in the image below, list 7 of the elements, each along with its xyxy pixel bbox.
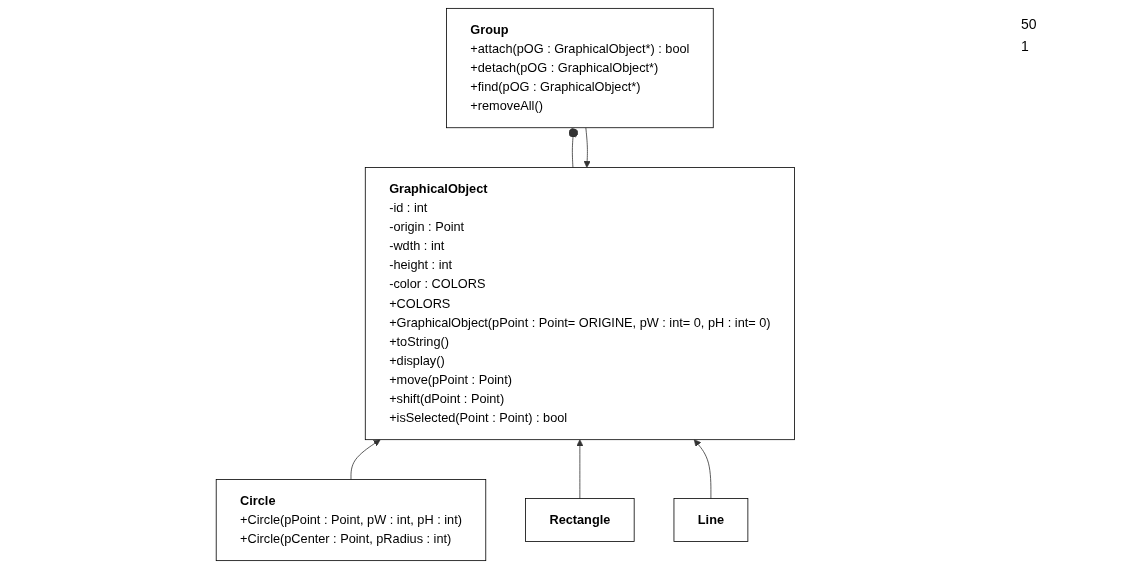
node-box: Rectangle (525, 498, 635, 542)
node-box: GraphicalObject -id : int -origin : Point -wdth : int -height : int -color : COLORS +COLORS +GraphicalObject(pPoint : Point= ORIGINE, pW : int= 0, pH : int= 0) +toString() +display() +move(pPoint : Point) +shift(dPoint : Point) +isSelected(Point : Point) : bool (365, 167, 796, 441)
node-box: Group +attach(pOG : GraphicalObject*) : bool +detach(pOG : GraphicalObject*) +find(pOG : GraphicalObject*) +removeAll() (446, 7, 714, 129)
multiplicity-label: 50 (1021, 16, 1038, 32)
multiplicity-label: 1 (1021, 38, 1030, 54)
node-box: Circle +Circle(pPoint : Point, pW : int, pH : int) +Circle(pCenter : Point, pRadius : int) (215, 479, 487, 562)
node-box: Line (673, 498, 749, 542)
